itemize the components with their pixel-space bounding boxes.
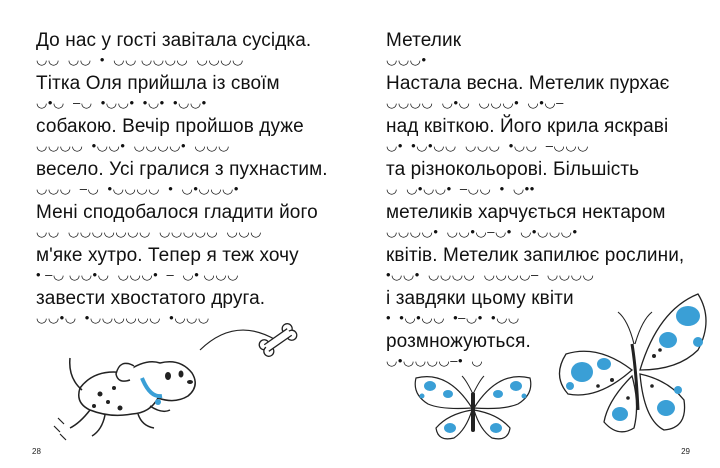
left-page-text: До нас у гості завітала сусідка. ◡◡ ◡◡ •…	[36, 30, 328, 331]
text-line: собакою. Вечір пройшов дуже	[36, 116, 304, 137]
right-page-text: Метелик ◡◡◡• Настала весна. Метелик пурх…	[386, 30, 684, 374]
syllable-marks: ◡• •◡•◡◡ ◡◡◡ •◡◡ –◡◡◡	[386, 138, 589, 153]
text-line: Тітка Оля прийшла із своїм	[36, 73, 280, 94]
syllable-marks: ◡◡ ◡◡◡◡◡◡◡ ◡◡◡◡◡ ◡◡◡	[36, 224, 263, 239]
text-line: і завдяки цьому квіти	[386, 288, 574, 309]
syllable-marks: ◡◡◡•	[386, 52, 427, 67]
text-line: Настала весна. Метелик пурхає	[386, 73, 670, 94]
text-line: Метелик	[386, 30, 462, 51]
syllable-marks: • •◡•◡◡ •–◡• •◡◡	[386, 310, 520, 325]
syllable-marks: ◡◡◡ –◡ •◡◡◡◡ • ◡•◡◡◡•	[36, 181, 239, 196]
syllable-marks: ◡◡•◡ •◡◡◡◡◡◡ •◡◡◡	[36, 310, 210, 325]
syllable-marks: ◡◡ ◡◡ • ◡◡ ◡◡◡◡ ◡◡◡◡	[36, 52, 244, 67]
syllable-marks: •◡◡• ◡◡◡◡ ◡◡◡◡– ◡◡◡◡	[386, 267, 595, 282]
left-page: До нас у гості завітала сусідка. ◡◡ ◡◡ •…	[32, 30, 328, 456]
syllable-marks: ◡ ◡•◡◡• –◡◡ • ◡••	[386, 181, 535, 196]
small-butterfly	[414, 375, 532, 440]
syllable-marks: ◡◡◡◡ ◡•◡ ◡◡◡• ◡•◡–	[386, 95, 564, 110]
text-line: квітів. Метелик запилює рослини,	[386, 245, 685, 266]
text-line: над квіткою. Його крила яскраві	[386, 116, 669, 137]
page-number: 28	[32, 447, 41, 456]
dog-illustration	[53, 323, 298, 441]
text-line: метеликів харчується нектаром	[386, 202, 666, 223]
text-line: та різнокольорові. Більшість	[386, 159, 640, 180]
text-line: завести хвостатого друга.	[36, 288, 266, 309]
large-butterfly	[558, 293, 707, 433]
syllable-marks: ◡◡◡◡ •◡◡• ◡◡◡◡• ◡◡◡	[36, 138, 230, 153]
page-number: 29	[681, 447, 690, 456]
text-line: розмножуються.	[386, 331, 531, 352]
text-line: весело. Усі гралися з пухнастим.	[36, 159, 328, 180]
text-line: До нас у гості завітала сусідка.	[36, 30, 312, 51]
bone-icon	[258, 323, 298, 357]
right-page: Метелик ◡◡◡• Настала весна. Метелик пурх…	[360, 0, 720, 468]
syllable-marks: ◡◡◡◡• ◡◡•◡–◡• ◡•◡◡◡•	[386, 224, 578, 239]
syllable-marks: • –◡ ◡◡•◡ ◡◡◡• – ◡• ◡◡◡	[36, 267, 239, 282]
text-line: м'яке хутро. Тепер я теж хочу	[36, 245, 299, 266]
text-line: Мені сподобалося гладити його	[36, 202, 318, 223]
syllable-marks: ◡•◡◡◡◡–• ◡	[386, 353, 484, 368]
syllable-marks: ◡•◡ –◡ •◡◡• •◡• •◡◡•	[36, 95, 207, 110]
